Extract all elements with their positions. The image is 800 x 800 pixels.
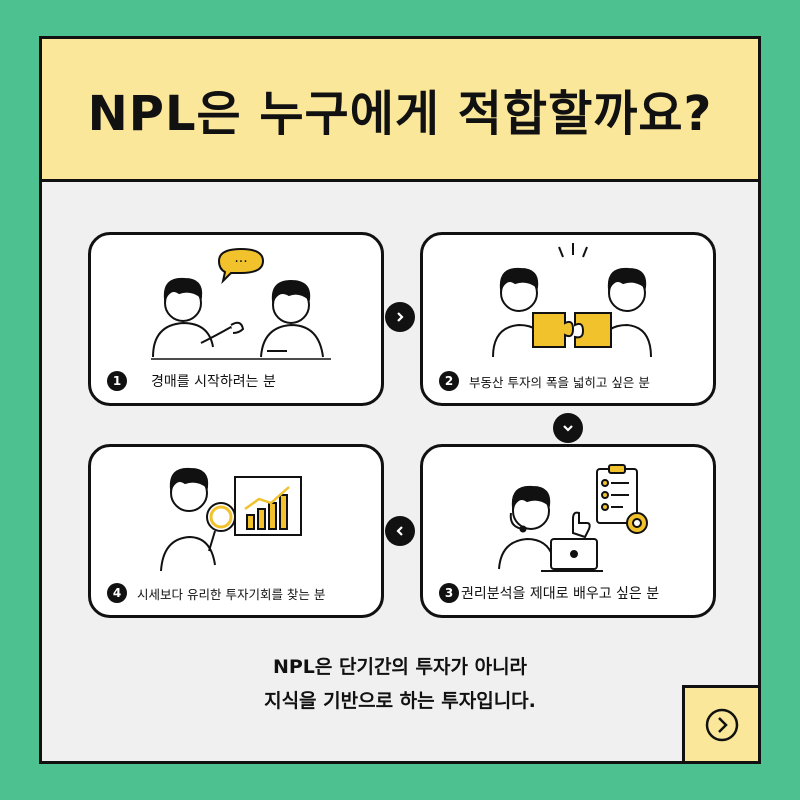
chevron-right-icon xyxy=(397,312,404,322)
checklist-icon xyxy=(596,464,638,524)
panel-caption: 3 권리분석을 제대로 배우고 싶은 분 xyxy=(439,583,703,603)
panel-broaden-investment: 2 부동산 투자의 폭을 넓히고 싶은 분 xyxy=(420,232,716,406)
headset-person-icon xyxy=(498,485,554,570)
step-number-badge: 3 xyxy=(439,583,459,603)
flow-arrow-down xyxy=(553,413,583,443)
thumbs-up-icon xyxy=(572,511,591,539)
growth-chart-icon xyxy=(234,476,302,536)
step-number-badge: 2 xyxy=(439,371,459,391)
info-card: NPL은 누구에게 적합할까요? ··· xyxy=(39,36,761,764)
step-number-badge: 4 xyxy=(107,583,127,603)
person-right-icon xyxy=(260,279,324,358)
flow-arrow-right xyxy=(385,302,415,332)
summary-text: NPL은 단기간의 투자가 아니라 지식을 기반으로 하는 투자입니다. xyxy=(42,650,758,718)
chevron-down-icon xyxy=(563,425,573,432)
panel-caption-text: 권리분석을 제대로 배우고 싶은 분 xyxy=(461,586,660,602)
summary-line-1: NPL은 단기간의 투자가 아니라 xyxy=(272,656,528,678)
sparkle-icon xyxy=(558,243,588,258)
speech-bubble-icon: ··· xyxy=(217,247,265,285)
magnifier-chart-illustration xyxy=(160,467,302,572)
puzzle-collaboration-illustration xyxy=(492,243,652,358)
laptop-icon xyxy=(541,538,603,572)
svg-text:···: ··· xyxy=(234,254,247,270)
panel-caption-text: 부동산 투자의 폭을 넓히고 싶은 분 xyxy=(469,374,650,390)
panel-caption: 4 시세보다 유리한 투자기회를 찾는 분 xyxy=(107,583,371,603)
gear-icon xyxy=(626,512,648,534)
panel-caption: 1 경매를 시작하려는 분 xyxy=(107,371,371,391)
flow-arrow-left xyxy=(385,516,415,546)
circle-chevron-right-icon xyxy=(705,708,738,741)
panel-caption-text: 경매를 시작하려는 분 xyxy=(151,374,276,390)
chevron-left-icon xyxy=(396,526,403,536)
title-banner: NPL은 누구에게 적합할까요? xyxy=(42,39,758,182)
two-people-talking-illustration: ··· xyxy=(151,247,331,360)
person-icon xyxy=(160,467,216,572)
person-left-icon xyxy=(152,277,245,358)
panel-caption-text: 시세보다 유리한 투자기회를 찾는 분 xyxy=(137,586,326,602)
panel-start-auction: ··· 1 경매를 시작하려는 분 xyxy=(88,232,384,406)
step-number-badge: 1 xyxy=(107,371,127,391)
summary-line-2: 지식을 기반으로 하는 투자입니다. xyxy=(264,690,536,712)
panel-find-opportunity: 4 시세보다 유리한 투자기회를 찾는 분 xyxy=(88,444,384,618)
panel-learn-rights-analysis: 3 권리분석을 제대로 배우고 싶은 분 xyxy=(420,444,716,618)
person-right-icon xyxy=(598,267,652,358)
laptop-checklist-illustration xyxy=(498,464,648,572)
page-title: NPL은 누구에게 적합할까요? xyxy=(87,86,713,142)
next-button[interactable] xyxy=(682,685,758,761)
magnifier-icon xyxy=(206,502,236,552)
panel-caption: 2 부동산 투자의 폭을 넓히고 싶은 분 xyxy=(439,371,703,391)
puzzle-pieces-icon xyxy=(532,312,612,348)
